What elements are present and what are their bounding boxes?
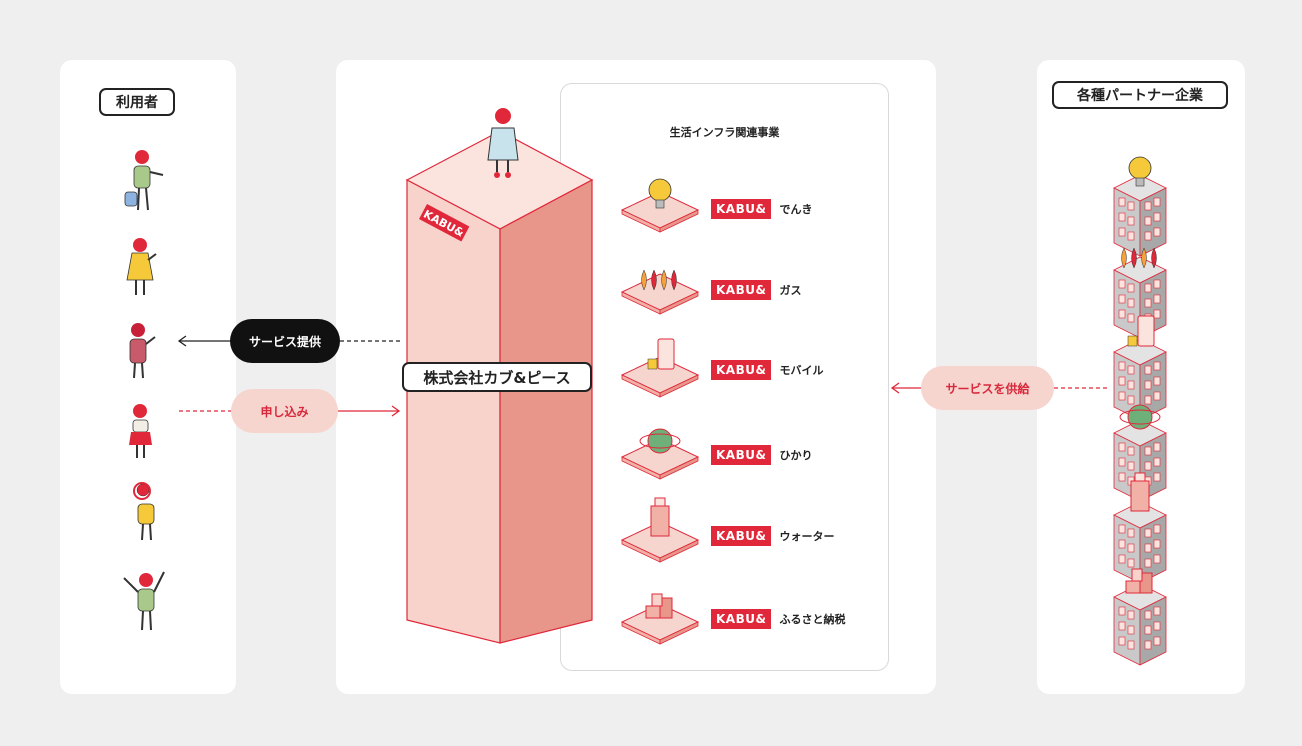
service-gas: KABU& ガス [711,279,801,301]
company-name: 株式会社カブ&ピース [402,362,592,392]
service-name: ガス [779,284,802,297]
partner-building-icon [1113,472,1167,584]
user-person-5-icon [133,482,155,541]
platform-gas-flame-icon [620,269,700,315]
platform-gift-boxes-icon [620,593,700,645]
partner-building-icon [1113,247,1167,339]
kabu-badge: KABU& [711,445,772,465]
service-water: KABU& ウォーター [711,525,834,547]
smartphone-icon [1127,315,1155,347]
gift-boxes-icon [645,593,673,619]
partner-building-icon [1113,156,1167,257]
lightbulb-icon [648,178,672,209]
globe-icon [1119,404,1161,430]
smartphone-icon [647,338,675,370]
service-mobile: KABU& モバイル [711,359,823,381]
supply-label: サービスを供給 [921,366,1054,410]
gas-flame-icon [1121,247,1157,269]
application-arrow [179,405,401,417]
service-denki: KABU& でんき [711,198,812,220]
supply-arrow [890,382,1110,394]
user-person-1-icon [124,150,164,211]
platform-globe-icon [620,428,700,480]
user-person-6-icon [123,571,165,631]
kabu-badge: KABU& [711,199,772,219]
water-server-icon [650,497,670,537]
kabu-badge: KABU& [711,360,772,380]
platform-smartphone-icon [620,338,700,398]
partner-building-icon [1113,315,1167,421]
partner-building-icon [1113,568,1167,666]
service-name: ウォーター [779,530,835,543]
platform-lightbulb-icon [620,178,700,233]
partner-building-icon [1113,404,1167,502]
users-title: 利用者 [99,88,175,116]
kabu-badge: KABU& [711,609,772,629]
user-person-4-icon [129,404,152,458]
kabu-badge: KABU& [711,280,772,300]
gift-boxes-icon [1125,568,1153,594]
service-name: でんき [779,203,813,216]
lightbulb-icon [1128,156,1152,187]
users-panel [60,60,236,694]
service-provision-arrow [177,335,400,347]
kabu-badge: KABU& [711,526,772,546]
gas-flame-icon [641,269,677,291]
service-provision-label: サービス提供 [230,319,340,363]
service-name: ひかり [779,449,813,462]
platform-water-server-icon [620,497,700,563]
partners-title: 各種パートナー企業 [1052,81,1228,109]
service-furusato: KABU& ふるさと納税 [711,608,845,630]
service-name: モバイル [779,364,824,377]
user-person-2-icon [126,238,157,295]
infra-title: 生活インフラ関連事業 [669,126,780,139]
user-person-3-icon [129,323,156,379]
person-on-tower-icon [487,108,519,178]
water-server-icon [1130,472,1150,512]
globe-icon [639,428,681,454]
service-hikari: KABU& ひかり [711,444,812,466]
service-name: ふるさと納税 [779,613,846,626]
company-tower [405,130,594,644]
application-label: 申し込み [231,389,338,433]
infra-services-card [560,83,889,671]
